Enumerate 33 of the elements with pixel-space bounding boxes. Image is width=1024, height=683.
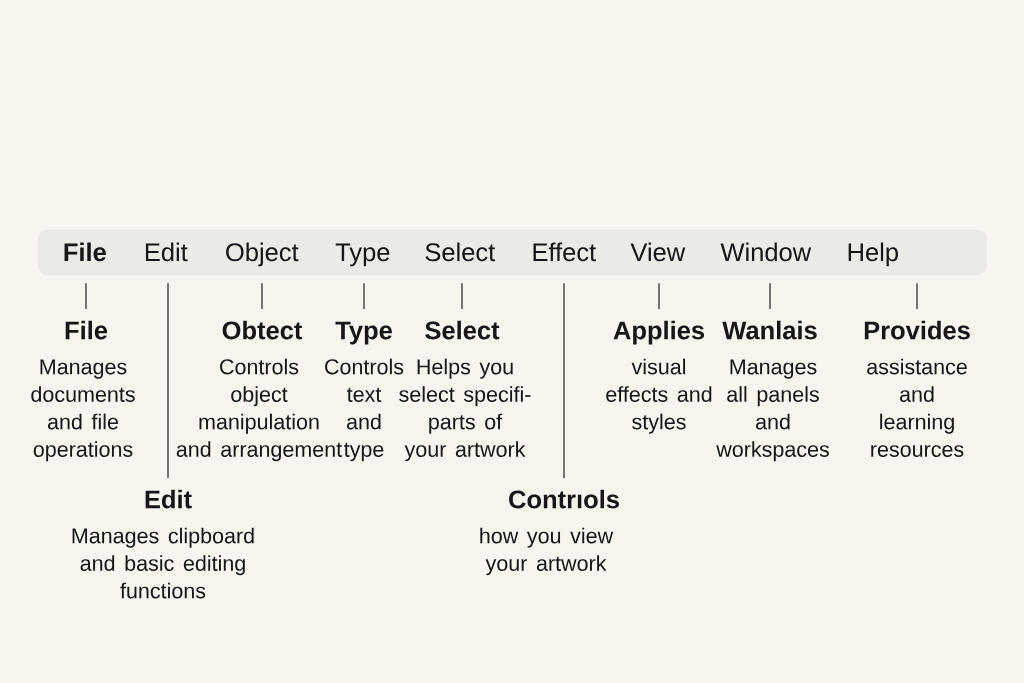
menu-item: Object [226, 242, 299, 267]
heading: File [65, 320, 108, 340]
heading: Edit [145, 489, 192, 509]
heading: Type [335, 321, 392, 345]
menu-item: Edit [145, 242, 188, 262]
heading: Wanlais [722, 320, 817, 340]
heading: Select [425, 320, 500, 340]
menu-item: Help [848, 242, 898, 267]
heading: Applies [613, 320, 705, 345]
description: Manages all panels and workspaces [716, 359, 829, 462]
menu-item: Select [425, 242, 496, 262]
description: Manages documents and file operations [31, 359, 135, 462]
leader-line [461, 282, 463, 310]
description: assistance and learning resources [867, 358, 967, 457]
menu-item: Effect [533, 242, 596, 262]
leader-line [261, 282, 263, 310]
leader-line [916, 282, 918, 310]
leader-line [563, 282, 565, 479]
heading: Obtect [222, 320, 303, 340]
leader-line [658, 282, 660, 310]
leader-line [85, 282, 87, 310]
description: Manages clipboard and basic editing functions [72, 527, 254, 599]
menu-item: Window [720, 242, 812, 262]
menu-item: View [630, 242, 686, 262]
menu-item: Type [335, 243, 390, 267]
heading: Provides [864, 320, 970, 340]
leader-line [363, 282, 365, 310]
leader-line [167, 282, 169, 479]
leader-line [769, 282, 771, 310]
description: how you view your artwork [480, 527, 614, 576]
menu-item: File [64, 242, 106, 262]
description: visual effects and styles [606, 358, 712, 434]
heading: Contrıols [509, 489, 619, 509]
